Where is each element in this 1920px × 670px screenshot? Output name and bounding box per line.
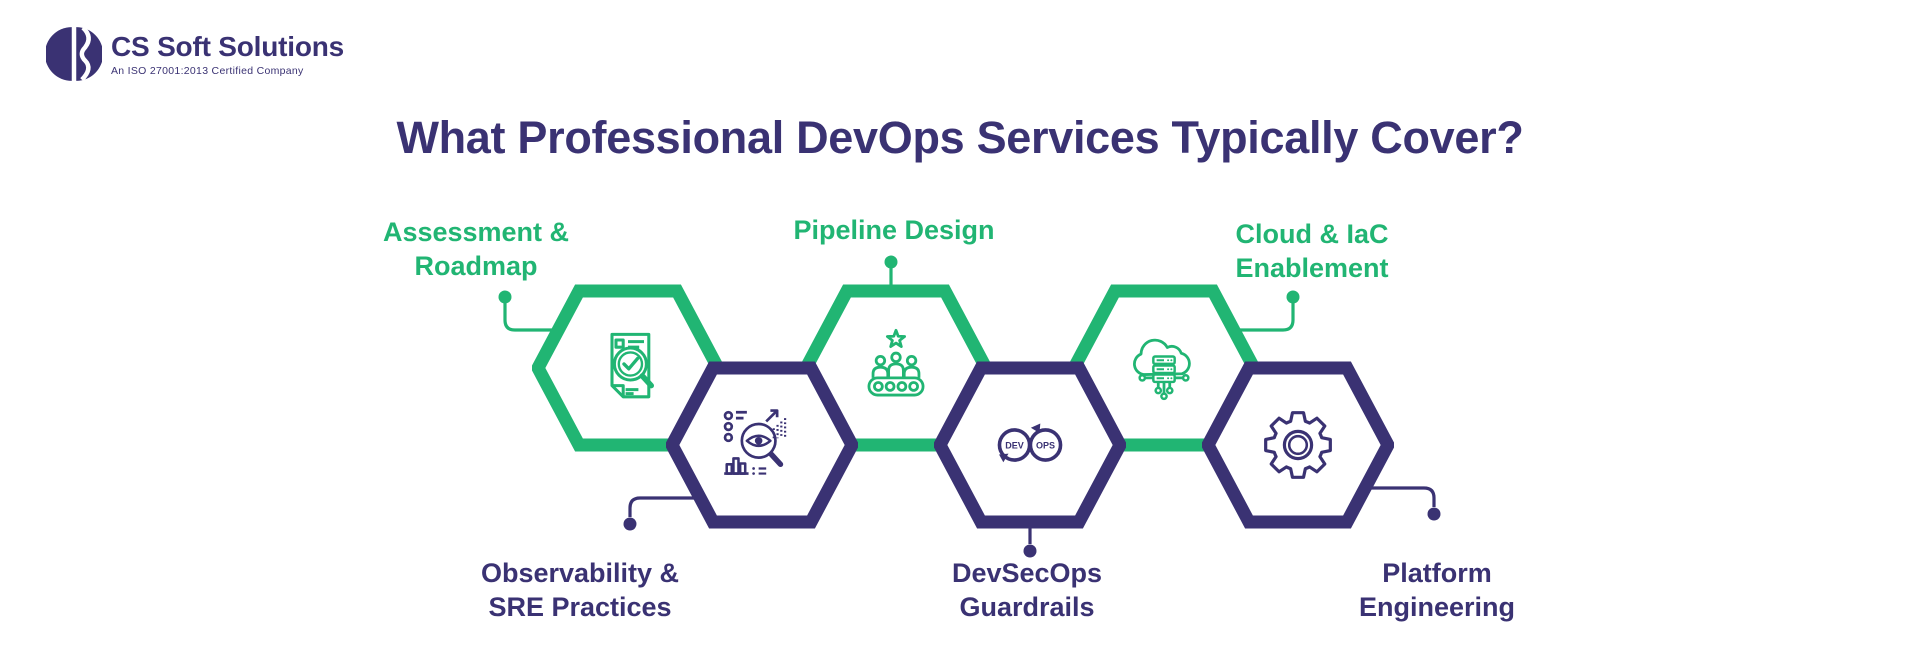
label-platform: Platform Engineering (1358, 558, 1516, 622)
hexagon-platform (1202, 359, 1394, 531)
connector-dot (498, 290, 512, 304)
page-title: What Professional DevOps Services Typica… (396, 112, 1524, 163)
team-conveyor-star-icon (867, 328, 925, 397)
connector-assessment (503, 297, 562, 332)
document-audit-magnifier-icon (610, 332, 654, 399)
gear-icon (1264, 411, 1332, 479)
connector-cloud (1230, 297, 1295, 332)
hexagon-outline (1202, 361, 1394, 529)
brand-name: CS Soft Solutions (111, 30, 345, 62)
label-observability: Observability & SRE Practices (480, 558, 680, 622)
label-assessment: Assessment & Roadmap (382, 217, 570, 281)
arrowhead (999, 453, 1009, 463)
connector-dot (884, 255, 898, 269)
connector-observability (628, 496, 702, 517)
hexagon-devsecops: DEV OPS (934, 359, 1126, 531)
label-cloud-iac: Cloud & IaC Enablement (1235, 219, 1389, 283)
brand-logo: CS Soft Solutions An ISO 27001:2013 Cert… (46, 26, 344, 82)
arrowhead (1030, 423, 1041, 433)
cloud-server-circuit-icon (1133, 338, 1191, 401)
connector-dot (1023, 544, 1037, 558)
devops-infinity-loop-icon: DEV OPS (997, 423, 1063, 463)
eye-magnifier-metrics-icon (723, 409, 787, 475)
label-devsecops: DevSecOps Guardrails (951, 558, 1103, 622)
cs-logo-mark-icon (46, 26, 102, 82)
ops-label: OPS (1036, 440, 1055, 450)
connector-platform (1363, 486, 1436, 507)
label-pipeline: Pipeline Design (793, 215, 995, 245)
connector-dot (1286, 290, 1300, 304)
hexagon-observability (666, 359, 858, 531)
connector-dot (1427, 507, 1441, 521)
brand-tagline: An ISO 27001:2013 Certified Company (111, 64, 304, 77)
connector-dot (623, 517, 637, 531)
dev-label: DEV (1005, 440, 1024, 450)
